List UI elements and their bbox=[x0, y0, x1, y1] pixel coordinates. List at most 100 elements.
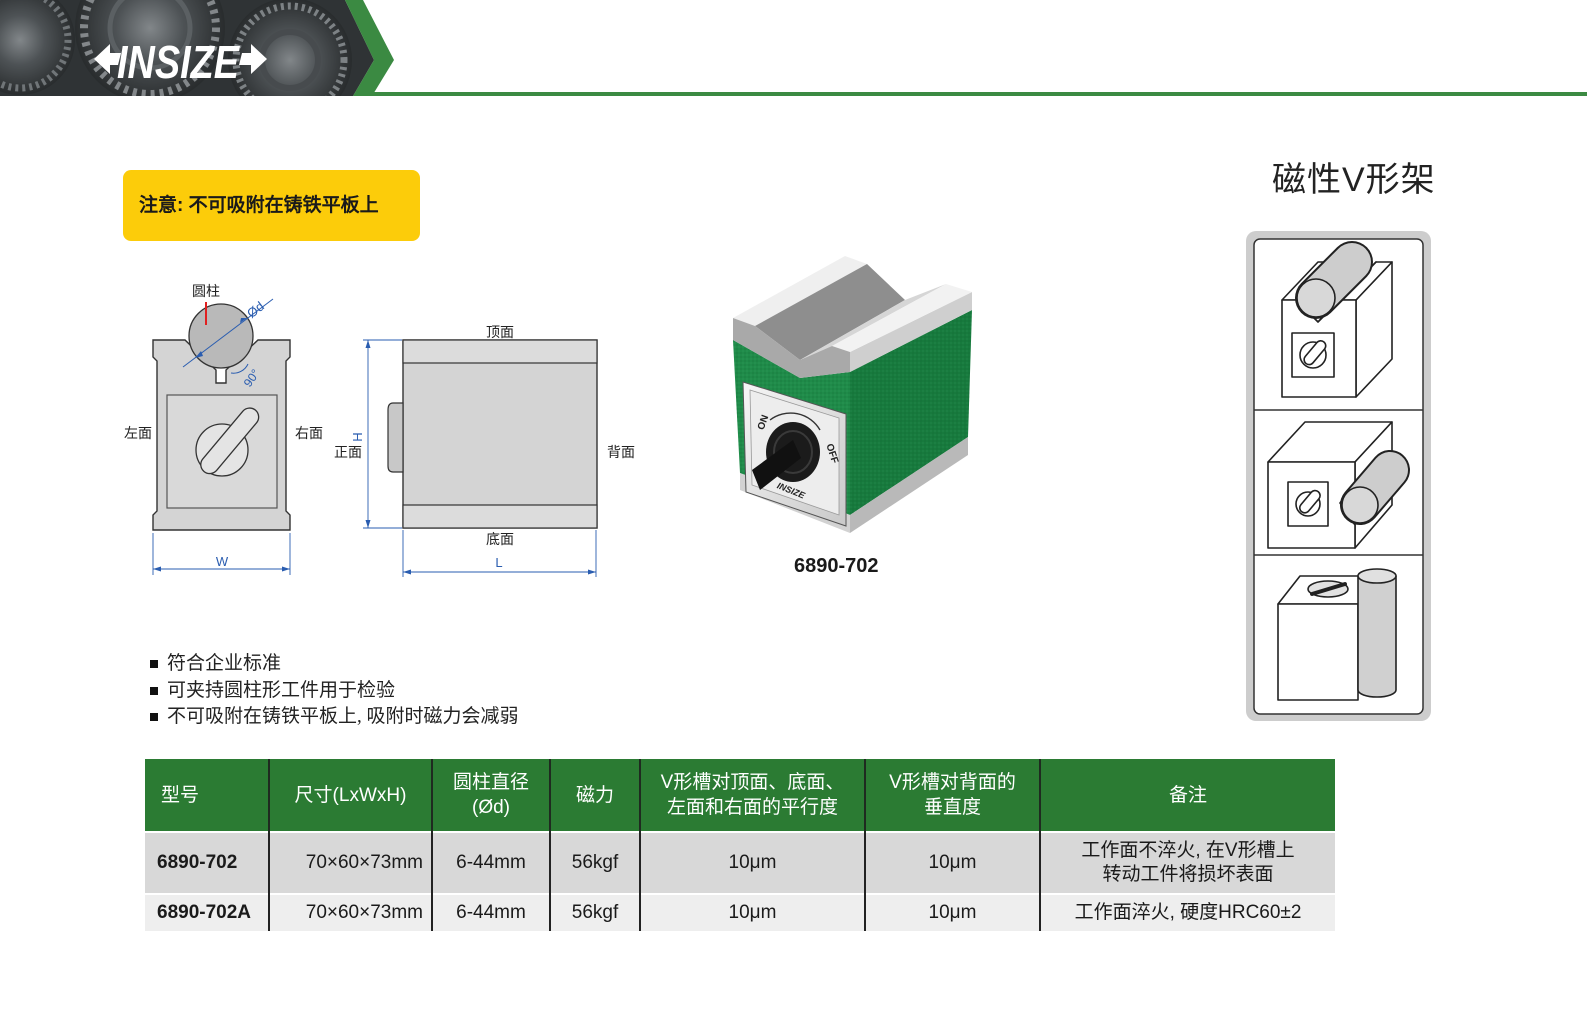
dial-lever-icon bbox=[752, 440, 801, 490]
remark-line: 转动工件将损坏表面 bbox=[1102, 864, 1274, 885]
bullet-square-icon bbox=[150, 660, 158, 668]
logo-text: INSIZE bbox=[117, 36, 240, 88]
dial-knob-ring bbox=[773, 430, 813, 474]
header-banner: INSIZE bbox=[0, 0, 1587, 96]
left-face-label: 左面 bbox=[124, 426, 152, 442]
header-perpendicularity: V形槽对背面的垂直度 bbox=[864, 759, 1040, 832]
cell-diameter: 6-44mm bbox=[431, 893, 550, 931]
feature-text: 可夹持圆柱形工件用于检验 bbox=[167, 679, 396, 701]
cell-model: 6890-702 bbox=[145, 831, 269, 894]
right-face-label: 右面 bbox=[295, 426, 323, 442]
height-label: H bbox=[350, 432, 365, 441]
notice-banner: 注意: 不可吸附在铸铁平板上 bbox=[123, 170, 420, 241]
header-line: V形槽对背面的 bbox=[889, 772, 1016, 793]
bullet-square-icon bbox=[150, 686, 158, 695]
header-line: 垂直度 bbox=[923, 797, 981, 818]
side-view: H 正面 顶面 背面 底面 L bbox=[334, 326, 635, 577]
cylinder-upright-icon bbox=[1277, 568, 1397, 701]
right-groove-slope bbox=[800, 284, 946, 360]
cell-perpendicularity: 10μm bbox=[864, 831, 1040, 894]
right-rail-top bbox=[832, 284, 972, 352]
rail-front-profile bbox=[733, 318, 850, 378]
diameter-arrow-icon bbox=[195, 351, 203, 358]
bottom-strip bbox=[402, 504, 598, 529]
angle-arc bbox=[230, 363, 249, 374]
cylinder-icon bbox=[188, 303, 254, 369]
table-header-row: 型号 尺寸(LxWxH) 圆柱直径 (Ød) 磁力 V形槽对顶面、底面、左面和右面… bbox=[145, 759, 1335, 832]
header-diameter: 圆柱直径 (Ød) bbox=[431, 759, 550, 832]
feature-list: 符合企业标准 可夹持圆柱形工件用于检验 不可吸附在铸铁平板上, 吸附时磁力会减弱 bbox=[148, 651, 519, 731]
table-row: 6890-702 70×60×73mm 6-44mm 56kgf 10μm 10… bbox=[145, 831, 1335, 894]
cylinder-in-side-groove-icon bbox=[1267, 421, 1410, 549]
header-line: 型号 bbox=[161, 784, 200, 806]
lever-icon bbox=[200, 407, 260, 475]
front-view: 圆柱 Ød 90° 左面 右面 W bbox=[124, 284, 323, 575]
remark-line: 工作面淬火, 硬度HRC60±2 bbox=[1074, 902, 1302, 923]
width-arrow-right-icon bbox=[282, 566, 290, 572]
height-dimension bbox=[363, 339, 402, 529]
gear-photo bbox=[0, 0, 374, 96]
product-photo: ON OFF INSIZE bbox=[733, 256, 972, 533]
cell-size: 70×60×73mm bbox=[268, 893, 432, 931]
bottom-face-label: 底面 bbox=[486, 532, 514, 548]
header-line: 左面和右面的平行度 bbox=[666, 797, 838, 818]
header-force: 磁力 bbox=[549, 759, 640, 832]
cell-remark: 工作面不淬火, 在V形槽上转动工件将损坏表面 bbox=[1039, 831, 1335, 894]
header-line: V形槽对顶面、底面、 bbox=[660, 772, 845, 793]
cell-parallelism: 10μm bbox=[639, 893, 865, 931]
spec-table: 型号 尺寸(LxWxH) 圆柱直径 (Ød) 磁力 V形槽对顶面、底面、左面和右面… bbox=[145, 759, 1335, 931]
page-title: 磁性V形架 bbox=[1272, 161, 1436, 199]
top-strip bbox=[402, 339, 598, 364]
length-dimension bbox=[402, 530, 597, 577]
width-label: W bbox=[216, 554, 229, 569]
feature-text: 符合企业标准 bbox=[167, 653, 282, 674]
cell-force: 56kgf bbox=[549, 831, 640, 894]
length-label: L bbox=[495, 555, 502, 570]
list-item: 可夹持圆柱形工件用于检验 bbox=[148, 678, 519, 705]
header-line: 圆柱直径 bbox=[452, 772, 529, 793]
bullet-square-icon bbox=[150, 713, 158, 721]
dimension-drawing: 圆柱 Ød 90° 左面 右面 W bbox=[124, 284, 635, 577]
left-rail-top bbox=[733, 256, 867, 326]
base-side-strip bbox=[850, 437, 968, 533]
cell-parallelism: 10μm bbox=[639, 831, 865, 894]
feature-text: 不可吸附在铸铁平板上, 吸附时磁力会减弱 bbox=[167, 706, 519, 727]
block-side-texture bbox=[850, 310, 972, 515]
width-arrow-left-icon bbox=[153, 566, 161, 572]
logo-left-arrow-icon bbox=[94, 44, 121, 74]
cell-force: 56kgf bbox=[549, 893, 640, 931]
cell-diameter: 6-44mm bbox=[431, 831, 550, 894]
logo-right-arrow-icon bbox=[239, 44, 267, 74]
header-parallelism: V形槽对顶面、底面、左面和右面的平行度 bbox=[639, 759, 865, 832]
product-model-label: 6890-702 bbox=[794, 555, 879, 577]
table-row: 6890-702A 70×60×73mm 6-44mm 56kgf 10μm 1… bbox=[145, 893, 1335, 931]
height-arrow-bottom-icon bbox=[365, 520, 371, 528]
header-size: 尺寸(LxWxH) bbox=[268, 759, 432, 832]
list-item: 符合企业标准 bbox=[148, 651, 519, 678]
rail-side-strip bbox=[850, 292, 972, 372]
height-arrow-top-icon bbox=[365, 340, 371, 348]
header-line: (Ød) bbox=[472, 797, 510, 818]
cell-remark: 工作面淬火, 硬度HRC60±2 bbox=[1039, 893, 1335, 931]
cell-perpendicularity: 10μm bbox=[864, 893, 1040, 931]
cylinder-in-top-groove-icon bbox=[1281, 241, 1393, 398]
header-line: 磁力 bbox=[575, 784, 614, 806]
insize-logo: INSIZE bbox=[94, 36, 267, 88]
dial-on-text: ON bbox=[756, 414, 771, 432]
width-dimension bbox=[152, 533, 291, 575]
dial-direction-arrow-icon bbox=[769, 412, 821, 431]
header-line: 尺寸(LxWxH) bbox=[294, 784, 407, 806]
remark-line: 工作面不淬火, 在V形槽上 bbox=[1081, 840, 1295, 861]
left-groove-slope bbox=[755, 264, 905, 360]
length-arrow-left-icon bbox=[403, 569, 411, 575]
green-chevron bbox=[345, 0, 394, 96]
length-arrow-right-icon bbox=[588, 569, 596, 575]
cylinder-label: 圆柱 bbox=[192, 284, 220, 300]
diameter-arrow-icon bbox=[240, 318, 247, 323]
side-view-body bbox=[402, 339, 598, 529]
header-rule bbox=[370, 92, 1587, 96]
top-face-label: 顶面 bbox=[486, 326, 514, 341]
header-line: 备注 bbox=[1168, 784, 1207, 806]
header-model: 型号 bbox=[145, 759, 269, 832]
